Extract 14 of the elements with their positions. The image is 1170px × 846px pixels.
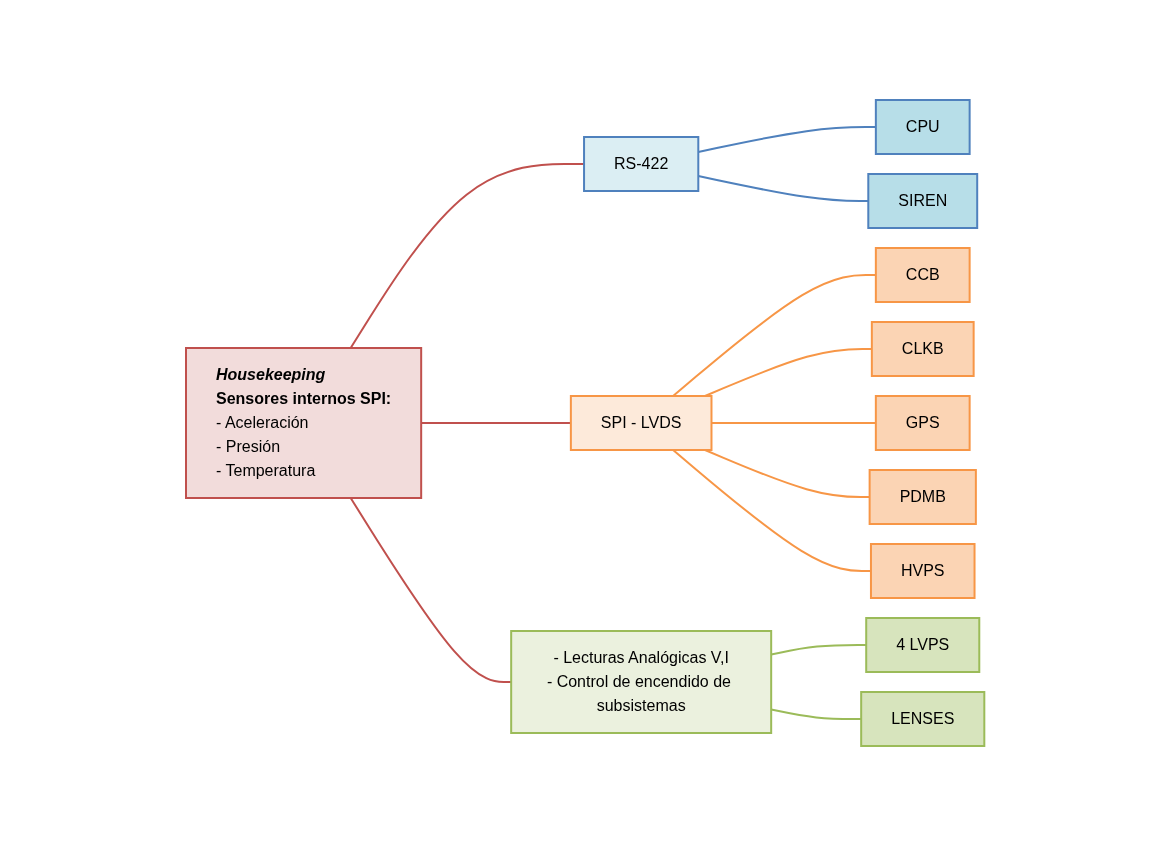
node-box: RS-422	[582, 136, 700, 192]
node-box: - Lecturas Analógicas V,I - Control de encendido de subsistemas	[510, 630, 772, 734]
node-box: PDMB	[868, 469, 977, 525]
node-box: CPU	[874, 99, 971, 155]
node-box: HVPS	[869, 543, 976, 599]
node-box: SIREN	[867, 173, 979, 229]
node-box: 4 LVPS	[865, 617, 981, 673]
node-box: LENSES	[860, 691, 986, 747]
node-box: Housekeeping Sensores internos SPI: - Aceleración - Presión - Temperatura	[184, 347, 422, 499]
node-box: CCB	[874, 247, 971, 303]
node-box: SPI - LVDS	[569, 395, 713, 451]
node-box: CLKB	[870, 321, 975, 377]
connector	[349, 497, 512, 683]
node-box: GPS	[874, 395, 971, 451]
